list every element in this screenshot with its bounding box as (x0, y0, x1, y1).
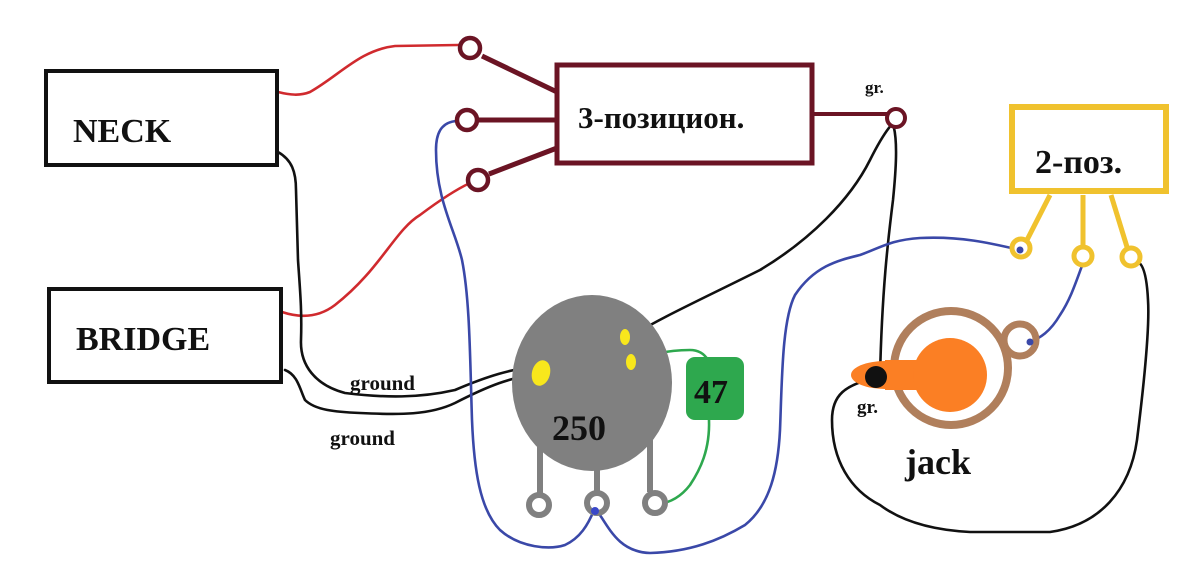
cap-value-label: 47 (694, 374, 728, 411)
jack-label: jack (904, 442, 971, 482)
bridge-pickup: BRIDGE (47, 287, 283, 384)
jack-to-switch2-ground-wire (830, 260, 1150, 534)
neck-pickup: NECK (44, 69, 279, 167)
pot-lug-3 (642, 490, 668, 516)
signal-wire-pot-to-switch2 (596, 236, 1022, 555)
output-jack: gr. jack (851, 307, 1040, 482)
neck-ground-wire (276, 150, 537, 398)
switch3-ground-label: gr. (865, 78, 884, 97)
ground-label-1: ground (350, 371, 415, 395)
switch-ground-to-jack-wire (878, 122, 898, 379)
switch2-terminal-3 (1119, 245, 1143, 269)
signal-wire-switch2-to-jack (1028, 261, 1085, 344)
pot-value-label: 250 (552, 408, 606, 448)
switch3-ground-terminal (885, 107, 907, 129)
jack-ground-point (865, 366, 887, 388)
switch3-terminal-2 (454, 107, 480, 133)
switch3-terminal-3 (465, 167, 491, 193)
cap-wire-bottom (656, 418, 711, 506)
pot-lug-1 (526, 492, 552, 518)
pot-solder-ground (531, 360, 551, 386)
switch2-label: 2-поз. (1035, 144, 1122, 181)
jack-ground-label: gr. (857, 397, 878, 418)
switch3-terminal-1 (457, 35, 483, 61)
signal-wire-switch3-to-pot (434, 119, 596, 549)
neck-hot-wire (276, 43, 460, 96)
ground-label-2: ground (330, 426, 395, 450)
pot-solder-1 (620, 329, 630, 345)
potentiometer: 250 (512, 295, 672, 518)
bridge-ground-wire (283, 368, 538, 416)
three-position-switch: 3-позицион. gr. (454, 35, 907, 193)
capacitor: 47 (686, 357, 744, 420)
switch3-label: 3-позицион. (578, 100, 744, 135)
switch2-terminal-2 (1071, 244, 1095, 268)
bridge-label: BRIDGE (76, 321, 210, 358)
neck-label: NECK (73, 113, 172, 150)
two-position-switch: 2-поз. (1009, 104, 1169, 269)
pot-to-switch-ground-wire (626, 120, 896, 340)
pot-solder-2 (626, 354, 636, 370)
bridge-hot-wire (280, 181, 472, 318)
